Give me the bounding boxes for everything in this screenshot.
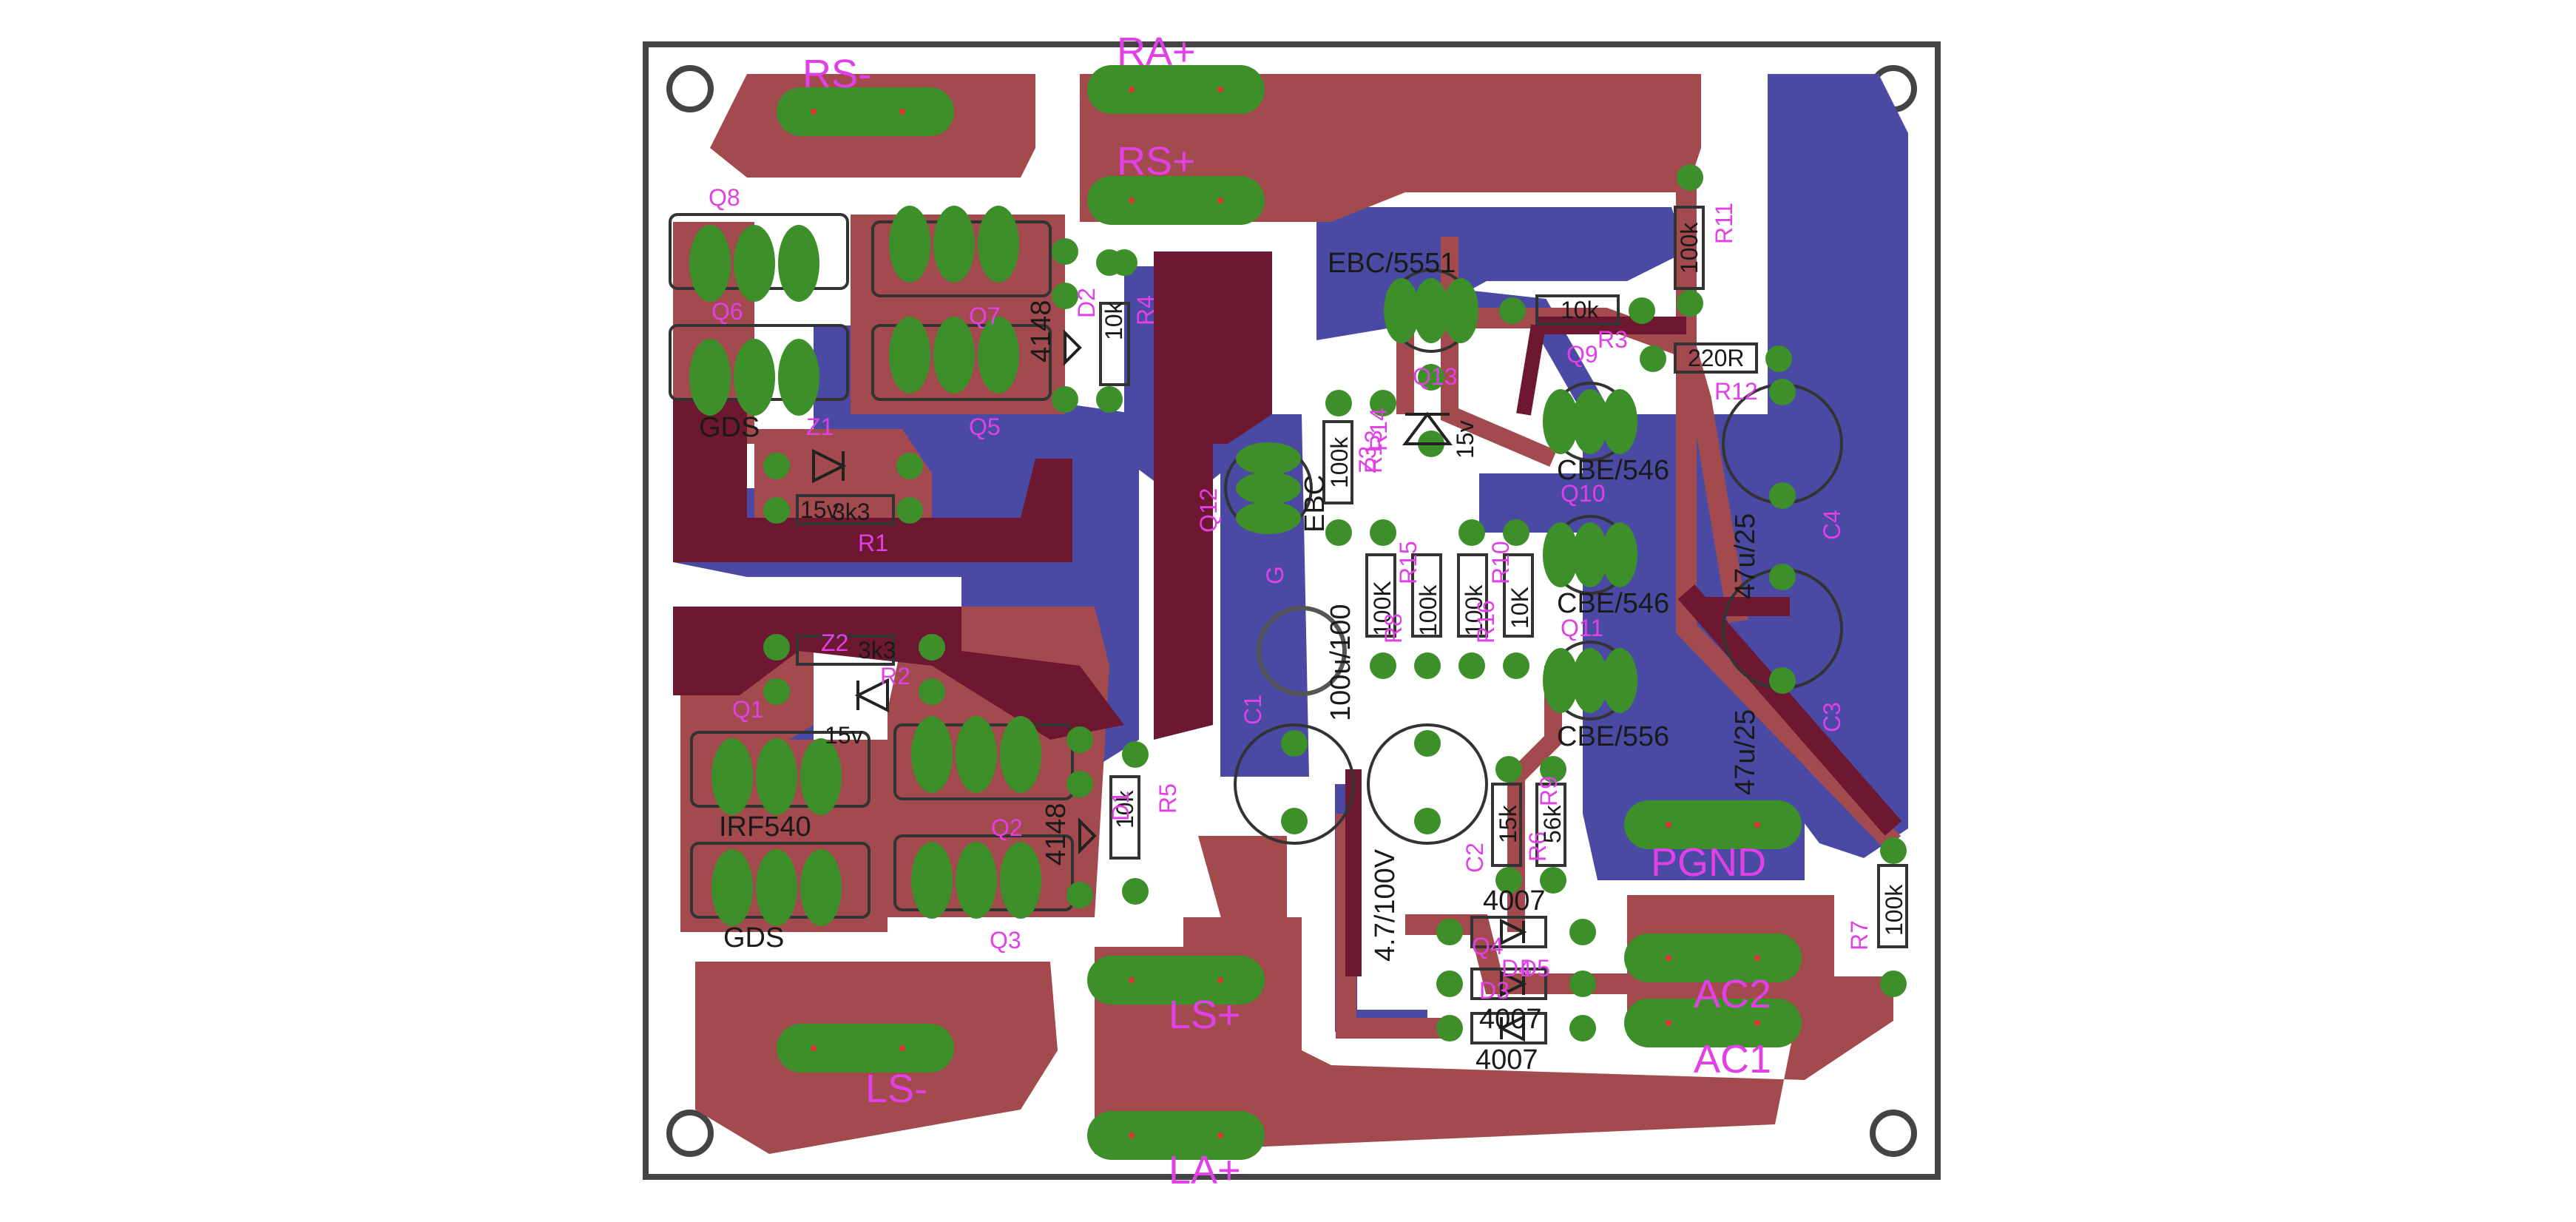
label-q13: Q13: [1413, 363, 1457, 390]
label-cbe-556: CBE/556: [1557, 721, 1669, 752]
label-gds-top: GDS: [699, 412, 760, 443]
label-rs-plus: RS+: [1117, 139, 1196, 183]
label-res-56k: 56k: [1539, 804, 1566, 843]
label-zener-15v-top: 15v: [800, 496, 839, 523]
label-d-4148-bottom: 4148: [1041, 803, 1072, 865]
label-r4: R4: [1132, 295, 1159, 325]
label-res-100k-a: 100K: [1369, 581, 1396, 636]
mounting-hole-bottom-left: [666, 1110, 714, 1157]
label-gds-bottom: GDS: [723, 922, 784, 953]
mounting-hole-top-left: [666, 65, 714, 112]
label-res-15k: 15k: [1495, 804, 1521, 843]
label-d-4007-a: 4007: [1483, 885, 1546, 916]
label-c4: C4: [1819, 510, 1845, 540]
silkscreen-labels: RS- RA+ RS+ LS- LS+ LA+ PGND AC2 AC1 Q8 …: [699, 30, 1907, 1192]
label-cap-100u100: 100u/100: [1325, 604, 1356, 722]
label-c2: C2: [1461, 843, 1488, 873]
label-res-3k3-bottom: 3k3: [858, 637, 896, 664]
label-ls-plus: LS+: [1169, 993, 1241, 1037]
label-res-100k-r11: 100k: [1676, 222, 1703, 274]
label-q10: Q10: [1561, 480, 1605, 507]
label-ebc-5551: EBC/5551: [1328, 248, 1456, 279]
label-q4: Q4: [1472, 933, 1504, 959]
label-q3: Q3: [990, 927, 1021, 953]
label-r2: R2: [880, 663, 910, 689]
label-r13: R13: [1360, 430, 1387, 473]
label-r5: R5: [1155, 783, 1181, 814]
label-q12: Q12: [1195, 488, 1222, 533]
label-d3: D3: [1479, 977, 1510, 1004]
label-q1: Q1: [732, 696, 764, 723]
label-pgnd: PGND: [1651, 840, 1766, 885]
label-d-4007-c: 4007: [1475, 1044, 1538, 1076]
label-q11: Q11: [1561, 615, 1603, 641]
label-q7: Q7: [969, 303, 1001, 329]
label-zener-15v-bottom: 15v: [825, 722, 863, 749]
label-r11: R11: [1711, 203, 1737, 244]
label-r6: R6: [1524, 831, 1551, 862]
label-r7: R7: [1846, 920, 1873, 951]
label-res-10k-r5: 10k: [1112, 789, 1138, 828]
label-z1: Z1: [806, 413, 834, 440]
label-res-100k-r7: 100k: [1881, 884, 1907, 936]
label-r3: R3: [1598, 326, 1628, 353]
label-r15: R15: [1395, 541, 1421, 584]
label-c3: C3: [1819, 702, 1845, 732]
label-c1: C1: [1240, 695, 1266, 725]
diode-symbols: [812, 329, 1527, 1042]
label-res-100k-c: 100k: [1461, 584, 1487, 636]
label-ac1: AC1: [1694, 1037, 1771, 1081]
label-r10: R10: [1487, 541, 1514, 584]
label-res-100k-b: 100k: [1415, 584, 1441, 636]
label-z3: Z3: [1354, 446, 1381, 473]
label-irf540: IRF540: [719, 811, 811, 843]
label-d-4148-top: 4148: [1026, 300, 1057, 362]
label-q8: Q8: [709, 184, 740, 211]
label-rs-minus: RS-: [802, 52, 871, 96]
label-cap-47u25-a: 47u/25: [1730, 513, 1761, 599]
label-res-3k3-top: 3k3: [832, 499, 871, 525]
label-d4: D4: [1501, 955, 1532, 982]
label-r9: R9: [1535, 776, 1562, 806]
label-res-10k-r3: 10k: [1561, 297, 1600, 323]
mounting-hole-bottom-right: [1870, 1110, 1917, 1157]
label-cap-47u25-b: 47u/25: [1730, 709, 1761, 795]
label-cap-47u100: 4.7/100V: [1370, 848, 1401, 962]
label-r1: R1: [858, 530, 888, 556]
label-r12: R12: [1714, 378, 1758, 405]
label-q5: Q5: [969, 413, 1001, 440]
label-ebc: EBC: [1299, 475, 1331, 533]
label-cbe-546-b: CBE/546: [1557, 588, 1669, 619]
label-res-100k-r14: 100k: [1326, 436, 1353, 488]
label-z2: Z2: [821, 629, 848, 656]
label-d1: D1: [1107, 791, 1134, 821]
pads: [689, 65, 1907, 1160]
label-r14: R14: [1365, 408, 1392, 451]
label-d5: D5: [1520, 955, 1550, 982]
label-la-plus: LA+: [1169, 1148, 1241, 1192]
label-q2: Q2: [991, 814, 1023, 841]
label-q9: Q9: [1566, 341, 1598, 368]
label-cbe-546-a: CBE/546: [1557, 455, 1669, 486]
label-d2: D2: [1073, 288, 1100, 318]
label-g: G: [1262, 566, 1288, 584]
label-q6: Q6: [711, 298, 743, 325]
label-res-10k-r10: 10K: [1507, 587, 1533, 629]
label-ac2: AC2: [1694, 972, 1771, 1016]
label-r16: R16: [1473, 600, 1499, 644]
label-d-4007-b: 4007: [1479, 1004, 1542, 1035]
label-zener-15v-mid: 15v: [1452, 420, 1478, 459]
label-res-220r: 220R: [1688, 345, 1745, 371]
label-ra-plus: RA+: [1117, 30, 1196, 74]
label-r8: R8: [1380, 613, 1407, 644]
label-res-10k-r4: 10k: [1101, 301, 1127, 340]
label-ls-minus: LS-: [865, 1067, 927, 1111]
